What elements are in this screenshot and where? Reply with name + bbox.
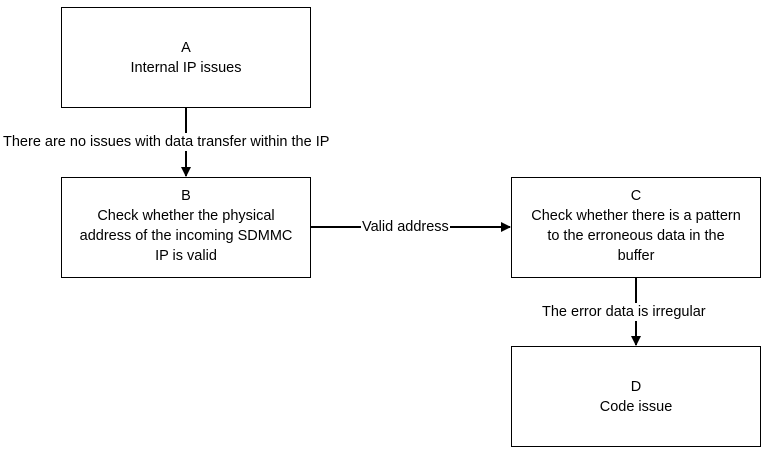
node-c-text-line-1: Check whether there is a pattern <box>531 208 741 224</box>
node-b-text-line-1: Check whether the physical <box>97 208 275 224</box>
edge-label-c-to-d: The error data is irregular <box>541 303 707 321</box>
node-b-text-line-3: IP is valid <box>155 248 217 264</box>
node-d-letter: D <box>630 379 642 395</box>
node-b-check-physical-address: B Check whether the physical address of … <box>61 177 311 278</box>
node-c-check-error-pattern: C Check whether there is a pattern to th… <box>511 177 761 278</box>
node-a-letter: A <box>181 40 191 56</box>
node-b-text-line-2: address of the incoming SDMMC <box>79 228 293 244</box>
node-c-text-line-2: to the erroneous data in the <box>547 228 725 244</box>
node-a-text-line-1: Internal IP issues <box>130 60 242 76</box>
node-d-code-issue: D Code issue <box>511 346 761 447</box>
node-a-internal-ip-issues: A Internal IP issues <box>61 7 311 108</box>
node-c-text-line-3: buffer <box>617 248 655 264</box>
edge-label-a-to-b: There are no issues with data transfer w… <box>2 133 331 151</box>
node-b-letter: B <box>181 188 191 204</box>
node-c-letter: C <box>630 188 642 204</box>
node-d-text-line-1: Code issue <box>599 399 673 415</box>
edge-label-b-to-c: Valid address <box>361 218 450 236</box>
